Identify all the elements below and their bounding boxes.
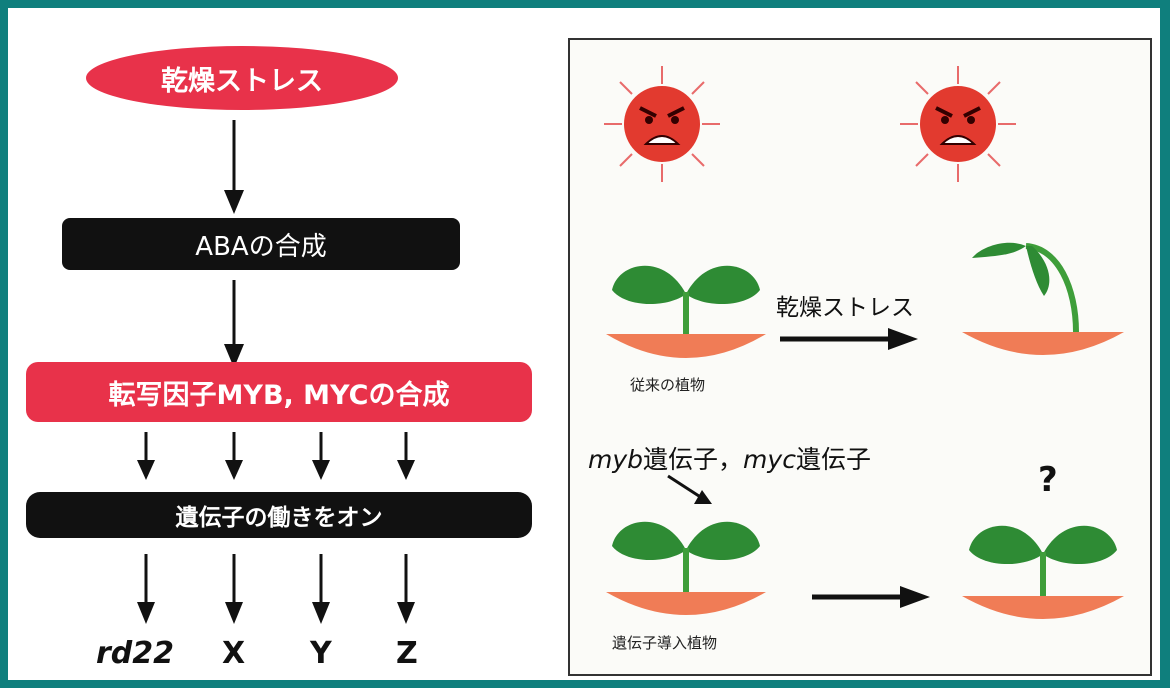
target-gene-x: X: [222, 636, 246, 671]
diagram-canvas: 乾燥ストレス ABAの合成 転写因子MYB, MYCの合成 遺伝子の働きをオン: [8, 8, 1160, 680]
conventional-plant-caption: 従来の植物: [630, 376, 706, 394]
arrow-long-1: [137, 554, 155, 624]
drought-stress-oval: 乾燥ストレス: [86, 46, 398, 110]
arrow-short-3: [312, 432, 330, 480]
tf-synthesis-box: 転写因子MYB, MYCの合成: [26, 362, 532, 422]
tf-synthesis-label: 転写因子MYB, MYCの合成: [108, 379, 450, 411]
arrow-right-icon: [780, 328, 918, 350]
myb-gene-name: myb: [588, 445, 644, 474]
drought-stress-arrow-label: 乾燥ストレス: [776, 295, 914, 321]
target-gene-rd22: rd22: [96, 636, 175, 671]
arrow-down-2: [224, 280, 244, 368]
arrow-short-2: [225, 432, 243, 480]
target-gene-z: Z: [396, 636, 418, 671]
angry-sun-icon: [900, 66, 1016, 182]
arrow-down-1: [224, 120, 244, 214]
genes-label: myb遺伝子，myc遺伝子: [588, 440, 871, 476]
arrow-short-1: [137, 432, 155, 480]
arrow-long-2: [225, 554, 243, 624]
arrow-short-4: [397, 432, 415, 480]
insertion-arrow-icon: [667, 474, 712, 504]
arrow-right-icon: [812, 586, 930, 608]
transgenic-seedling-icon: [606, 521, 766, 615]
myc-gene-name: myc: [743, 445, 796, 474]
arrow-long-3: [312, 554, 330, 624]
transgenic-plant-caption: 遺伝子導入植物: [612, 634, 718, 652]
gene-on-label: 遺伝子の働きをオン: [175, 505, 383, 531]
target-gene-y: Y: [310, 636, 332, 671]
gene-on-box: 遺伝子の働きをオン: [26, 492, 532, 538]
seedling-icon: [606, 265, 766, 358]
genes-label-end: 遺伝子: [795, 445, 871, 474]
arrow-long-4: [397, 554, 415, 624]
aba-synthesis-label: ABAの合成: [195, 231, 327, 262]
drought-stress-label: 乾燥ストレス: [161, 65, 323, 97]
genes-label-mid: 遺伝子，: [643, 445, 744, 474]
transgenic-seedling-icon: [962, 525, 1124, 619]
wilted-seedling-icon: [962, 242, 1124, 355]
angry-sun-icon: [604, 66, 720, 182]
question-mark: ?: [1038, 460, 1058, 500]
aba-synthesis-box: ABAの合成: [62, 218, 460, 270]
